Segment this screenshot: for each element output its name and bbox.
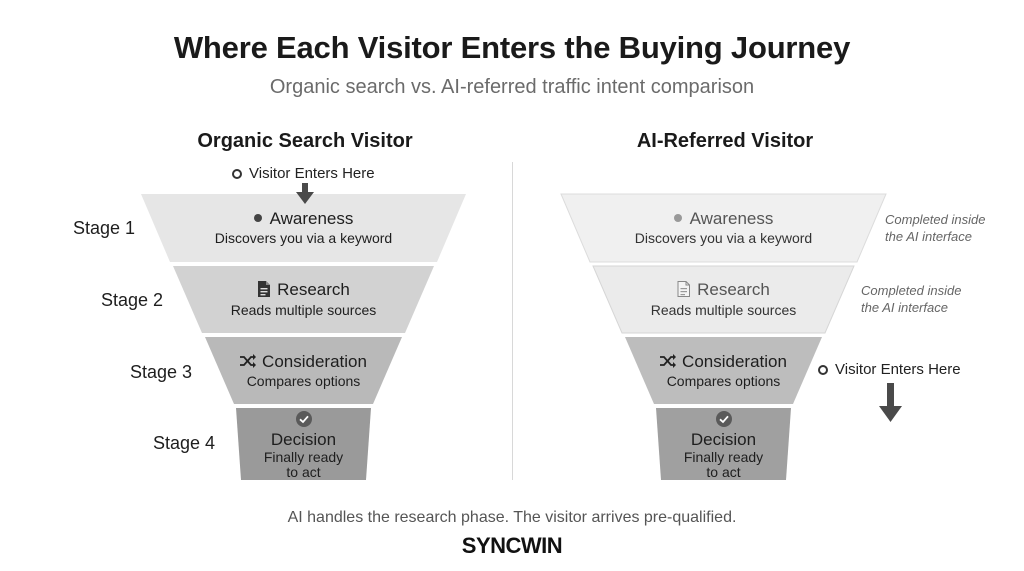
dot-icon	[253, 214, 262, 223]
stage-subtitle: Discovers you via a keyword	[634, 230, 813, 246]
stage-label-2: Stage 2	[101, 290, 164, 310]
stage-title: Consideration	[262, 352, 367, 371]
right-funnel-stage-1	[560, 193, 887, 263]
stage-title: Consideration	[682, 352, 787, 371]
circle-icon	[818, 364, 828, 375]
note-line: Completed inside	[861, 283, 962, 298]
check-circle-icon	[295, 411, 312, 427]
right-panel-heading: AI-Referred Visitor	[636, 130, 814, 152]
stage-subtitle-line2: to act	[286, 464, 321, 480]
stage-subtitle: Compares options	[666, 373, 781, 390]
right-entry-label: Visitor Enters Here	[835, 361, 961, 378]
stage-subtitle-line1: Finally ready	[683, 449, 764, 465]
dot-icon	[673, 214, 682, 223]
right-stage-1-text: Awareness Discovers you via a keyword	[590, 209, 857, 246]
note-line: the AI interface	[885, 229, 972, 244]
right-stage-3-text: Consideration Compares options	[654, 352, 793, 389]
brand-logo: SYNCWIN	[461, 533, 563, 558]
left-stage-2-text: Research Reads multiple sources	[202, 280, 405, 318]
left-entry-label: Visitor Enters Here	[249, 165, 375, 182]
stage-title: Awareness	[269, 209, 354, 228]
right-entry-marker: Visitor Enters Here	[818, 361, 961, 378]
panel-divider	[512, 162, 513, 480]
right-entry-arrow	[879, 383, 902, 422]
left-funnel-stage-4	[236, 408, 371, 480]
left-stage-1-text: Awareness Discovers you via a keyword	[170, 209, 437, 246]
document-icon	[258, 281, 271, 298]
stage-subtitle-line2: to act	[706, 464, 741, 480]
left-entry-marker: Visitor Enters Here	[232, 165, 375, 182]
left-funnel-stage-2	[173, 266, 434, 333]
stage-label-1: Stage 1	[73, 218, 136, 238]
left-funnel-stage-3	[205, 337, 402, 404]
shuffle-icon	[240, 354, 257, 369]
stage-title: Decision	[270, 430, 337, 449]
left-funnel-stage-1	[141, 194, 466, 262]
circle-icon	[232, 168, 242, 179]
right-funnel-stage-2	[592, 265, 855, 334]
shuffle-icon	[660, 354, 677, 369]
stage-title: Decision	[690, 430, 757, 449]
right-stage-4-text: Decision Finally ready to act	[656, 411, 791, 480]
right-funnel-stage-4	[656, 408, 791, 480]
stage-title: Research	[277, 280, 350, 299]
left-stage-4-text: Decision Finally ready to act	[236, 411, 371, 480]
document-icon	[677, 281, 691, 298]
note-line: Completed inside	[885, 212, 986, 227]
stage-subtitle: Compares options	[246, 373, 361, 390]
right-stage-2-text: Research Reads multiple sources	[622, 280, 825, 318]
stage-subtitle: Discovers you via a keyword	[214, 230, 393, 246]
stage-title: Awareness	[689, 209, 774, 228]
right-funnel-stage-3	[625, 337, 822, 404]
diagram-subtitle: Organic search vs. AI-referred traffic i…	[269, 76, 755, 98]
note-line: the AI interface	[861, 300, 948, 315]
diagram-title: Where Each Visitor Enters the Buying Jou…	[173, 30, 851, 65]
completed-note-1: Completed inside the AI interface	[885, 211, 985, 245]
left-stage-3-text: Consideration Compares options	[234, 352, 373, 389]
stage-title: Research	[697, 280, 770, 299]
footer-caption: AI handles the research phase. The visit…	[287, 509, 737, 526]
left-entry-arrow	[296, 183, 314, 204]
stage-subtitle: Reads multiple sources	[650, 302, 797, 319]
stage-subtitle: Reads multiple sources	[230, 302, 377, 319]
stage-label-3: Stage 3	[130, 362, 193, 382]
completed-note-2: Completed inside the AI interface	[861, 282, 961, 316]
left-panel-heading: Organic Search Visitor	[197, 130, 413, 152]
stage-label-4: Stage 4	[153, 433, 216, 453]
check-circle-icon	[715, 411, 732, 427]
stage-subtitle-line1: Finally ready	[263, 449, 344, 465]
